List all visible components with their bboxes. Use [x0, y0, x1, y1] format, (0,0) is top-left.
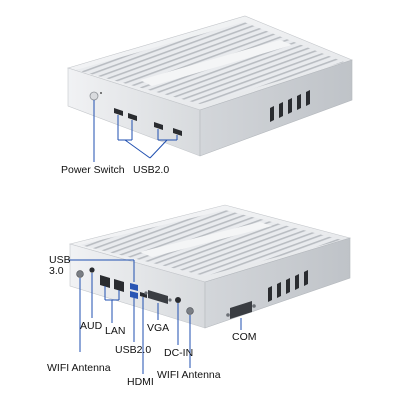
- label-bottom-usb2: USB2.0: [115, 344, 152, 356]
- label-usb3-line1: USB: [49, 254, 71, 266]
- top-side-vents: [270, 90, 310, 122]
- bottom-side-vents: [268, 270, 308, 302]
- top-usb2-ports: [114, 108, 182, 136]
- label-aud: AUD: [80, 320, 103, 332]
- top-leader-lines: [93, 100, 178, 162]
- usb3-ports-icon: [130, 283, 138, 299]
- antenna-right-icon: [186, 307, 194, 315]
- bottom-center-ridge: [140, 222, 272, 257]
- power-led-icon: [100, 92, 102, 94]
- label-lan: LAN: [105, 325, 126, 337]
- bottom-mini-pc: [68, 204, 352, 374]
- label-wifi-antenna-right: WIFI Antenna: [157, 369, 221, 381]
- top-mini-pc: [66, 15, 353, 162]
- label-hdmi: HDMI: [127, 376, 154, 388]
- label-wifi-antenna-left: WIFI Antenna: [47, 362, 111, 374]
- label-dc-in: DC-IN: [164, 347, 194, 359]
- label-top-usb2: USB2.0: [133, 164, 170, 176]
- label-com: COM: [232, 331, 257, 343]
- antenna-left-icon: [76, 270, 84, 278]
- dc-in-jack-icon: [175, 297, 181, 303]
- bottom-leader-lines: [68, 259, 242, 374]
- label-power-switch: Power Switch: [61, 164, 125, 176]
- aud-jack-icon: [89, 267, 95, 273]
- top-center-ridge: [140, 40, 292, 86]
- lan-ports-icon: [100, 275, 124, 292]
- power-button-icon: [89, 91, 99, 101]
- bottom-com-port-icon: [226, 301, 256, 319]
- vga-port-icon: [144, 290, 172, 304]
- bottom-heatsink-fins: [80, 210, 342, 276]
- label-usb3-line2: 3.0: [49, 265, 64, 277]
- label-vga: VGA: [147, 322, 170, 334]
- top-chassis-side: [199, 59, 353, 157]
